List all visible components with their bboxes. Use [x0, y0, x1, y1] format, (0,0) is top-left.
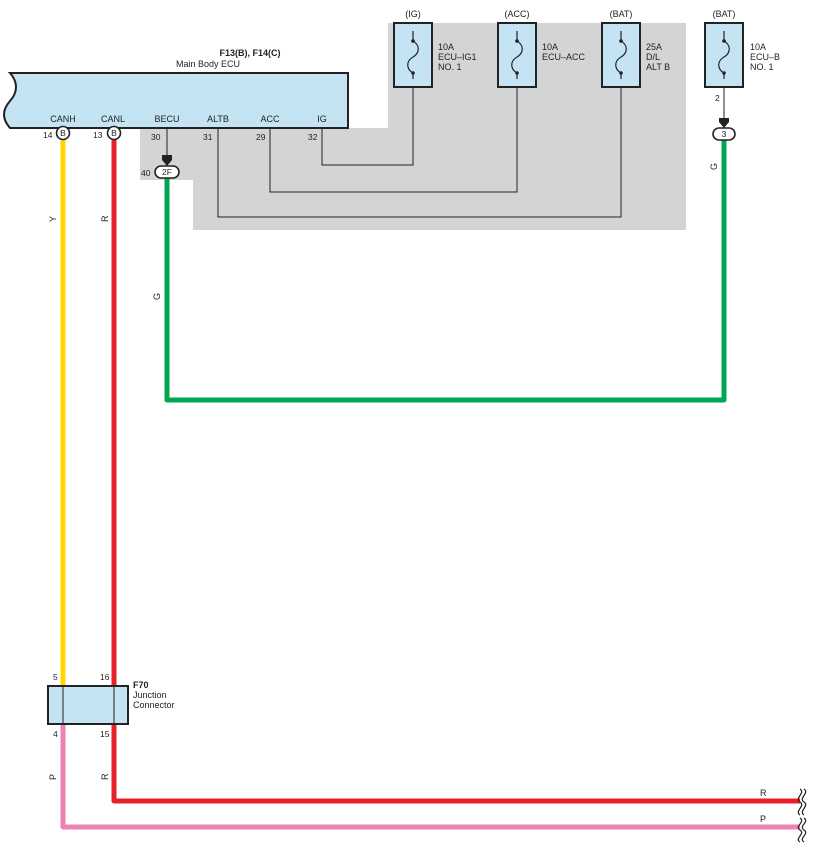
internal-wiring — [166, 76, 725, 218]
pin-ig: 32 — [308, 132, 318, 142]
wire-pink-out — [60, 724, 800, 830]
wire-label-out-r-vertical: R — [100, 773, 110, 780]
f70-name-1: Junction — [133, 690, 167, 700]
svg-text:B: B — [111, 128, 117, 138]
fuse-3-number: ALT B — [646, 62, 670, 72]
connector-2f: 2F — [154, 165, 180, 179]
fuse-ecu-ig1 — [393, 22, 433, 88]
fuse-4-source: (BAT) — [713, 9, 736, 19]
arrow-3 — [719, 118, 729, 128]
f70-id: F70 — [133, 680, 149, 690]
pin-acc: 29 — [256, 132, 266, 142]
fuse-4-number: NO. 1 — [750, 62, 774, 72]
fuse-4-name: ECU–B — [750, 52, 780, 62]
fuse-3-name: D/L — [646, 52, 660, 62]
ecu-title: F13(B), F14(C) — [219, 48, 280, 58]
wire-ig — [321, 76, 414, 166]
fuse-1-rating: 10A — [438, 42, 454, 52]
wire-label-becu: G — [152, 293, 162, 300]
terminal-acc-label: ACC — [260, 114, 280, 124]
fuse-1-source: (IG) — [405, 9, 421, 19]
f70-pin-4: 4 — [53, 729, 58, 739]
connector-canl: B — [106, 125, 122, 141]
wire-label-out-p: P — [760, 814, 766, 824]
fuse-ecu-b — [704, 22, 744, 88]
fuse-2-source: (ACC) — [505, 9, 530, 19]
junction-connector-f70 — [47, 685, 129, 725]
pin-becu: 30 — [151, 132, 161, 142]
f70-pin-16: 16 — [100, 672, 110, 682]
terminal-canl-label: CANL — [101, 114, 125, 124]
wire-green-becu — [164, 140, 727, 403]
wire-label-ecub: G — [709, 163, 719, 170]
svg-text:B: B — [60, 128, 66, 138]
pin-2f: 40 — [141, 168, 151, 178]
fuse-3-rating: 25A — [646, 42, 662, 52]
fuse-1-number: NO. 1 — [438, 62, 462, 72]
fuse-4-rating: 10A — [750, 42, 766, 52]
arrow-2f — [162, 155, 172, 166]
terminal-altb-label: ALTB — [207, 114, 229, 124]
terminal-becu-label: BECU — [154, 114, 179, 124]
terminal-canh-label: CANH — [50, 114, 76, 124]
svg-text:2F: 2F — [162, 167, 172, 177]
fuse-dl-alt-b — [601, 22, 641, 88]
pin-canh: 14 — [43, 130, 53, 140]
f70-pin-5: 5 — [53, 672, 58, 682]
f70-name-2: Connector — [133, 700, 175, 710]
pin-altb: 31 — [203, 132, 213, 142]
fuse-4-pin: 2 — [715, 93, 720, 103]
main-body-ecu-box — [3, 72, 349, 129]
fuse-2-rating: 10A — [542, 42, 558, 52]
wire-label-out-r: R — [760, 788, 767, 798]
fuse-1-name: ECU–IG1 — [438, 52, 477, 62]
wire-label-canh: Y — [48, 216, 58, 222]
wire-break-marks — [797, 788, 807, 843]
fuse-3-source: (BAT) — [610, 9, 633, 19]
ecu-name: Main Body ECU — [176, 59, 240, 69]
f70-pin-15: 15 — [100, 729, 110, 739]
wire-label-canl: R — [100, 215, 110, 222]
wire-altb — [217, 76, 622, 218]
connector-canh: B — [55, 125, 71, 141]
pin-canl: 13 — [93, 130, 103, 140]
svg-text:3: 3 — [722, 129, 727, 139]
wire-acc — [269, 76, 518, 193]
wire-label-out-p-vertical: P — [48, 774, 58, 780]
terminal-ig-label: IG — [317, 114, 327, 124]
fuse-ecu-acc — [497, 22, 537, 88]
connector-3: 3 — [712, 127, 736, 141]
harness-wires — [60, 140, 800, 830]
wire-red-out — [111, 724, 800, 804]
fuse-2-name: ECU–ACC — [542, 52, 586, 62]
